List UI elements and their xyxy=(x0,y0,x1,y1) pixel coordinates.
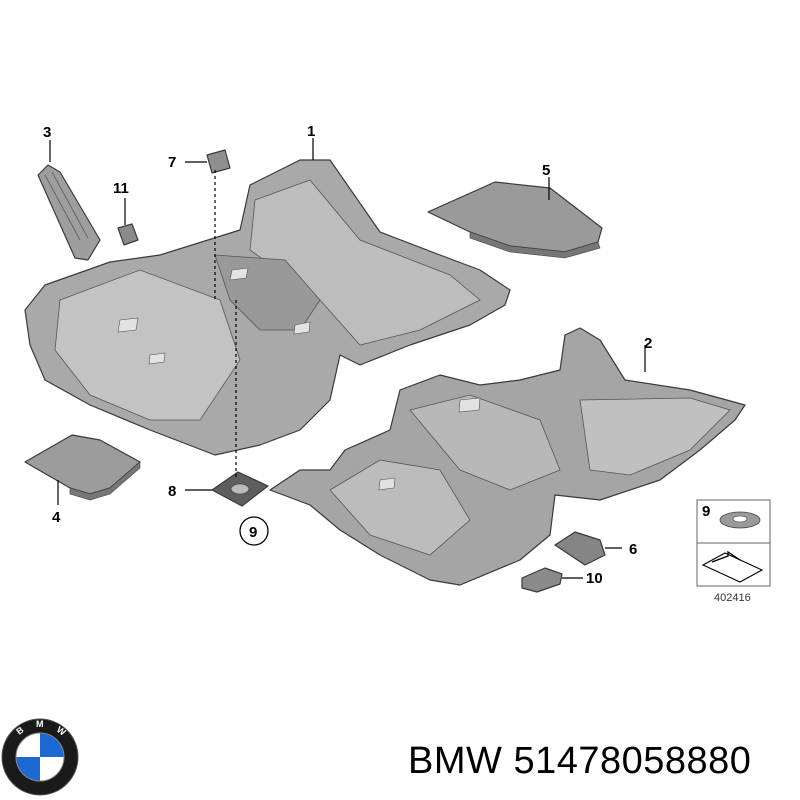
diagram-reference-number: 402416 xyxy=(714,592,751,604)
part-1-front-floor-covering xyxy=(24,159,511,456)
svg-text:B: B xyxy=(14,724,25,736)
part-4-insulation-pad xyxy=(24,434,141,501)
bmw-logo: B M W xyxy=(1,718,79,796)
callout-9-circled: 9 xyxy=(239,516,269,546)
leader-lines xyxy=(49,138,646,579)
callout-11: 11 xyxy=(113,180,129,197)
svg-text:M: M xyxy=(36,719,44,729)
brand-part-number: BMW 51478058880 xyxy=(408,740,751,783)
part-6-clip xyxy=(554,531,606,566)
part-8-plate xyxy=(211,471,269,507)
part-3-sill-strip xyxy=(37,164,101,261)
callout-2: 2 xyxy=(644,335,652,352)
callout-8: 8 xyxy=(168,483,176,500)
callout-1: 1 xyxy=(307,123,315,140)
part-10-clip xyxy=(521,567,563,593)
callout-7: 7 xyxy=(168,154,176,171)
legend-step-arrow-icon xyxy=(701,550,764,583)
callout-10: 10 xyxy=(586,570,603,587)
legend-box: 9 xyxy=(696,499,771,587)
brand-name: BMW xyxy=(408,740,503,782)
part-number: 51478058880 xyxy=(513,740,752,782)
callout-5: 5 xyxy=(542,162,550,179)
part-11-grommet xyxy=(117,223,139,246)
part-2-rear-floor-covering xyxy=(269,327,746,586)
part-5-insulation-pad xyxy=(427,181,603,259)
legend-callout-9: 9 xyxy=(702,503,710,520)
part-7-clip xyxy=(206,149,231,174)
callout-3: 3 xyxy=(43,124,51,141)
svg-text:9: 9 xyxy=(249,524,257,541)
callout-6: 6 xyxy=(629,541,637,558)
callout-4: 4 xyxy=(52,509,61,526)
